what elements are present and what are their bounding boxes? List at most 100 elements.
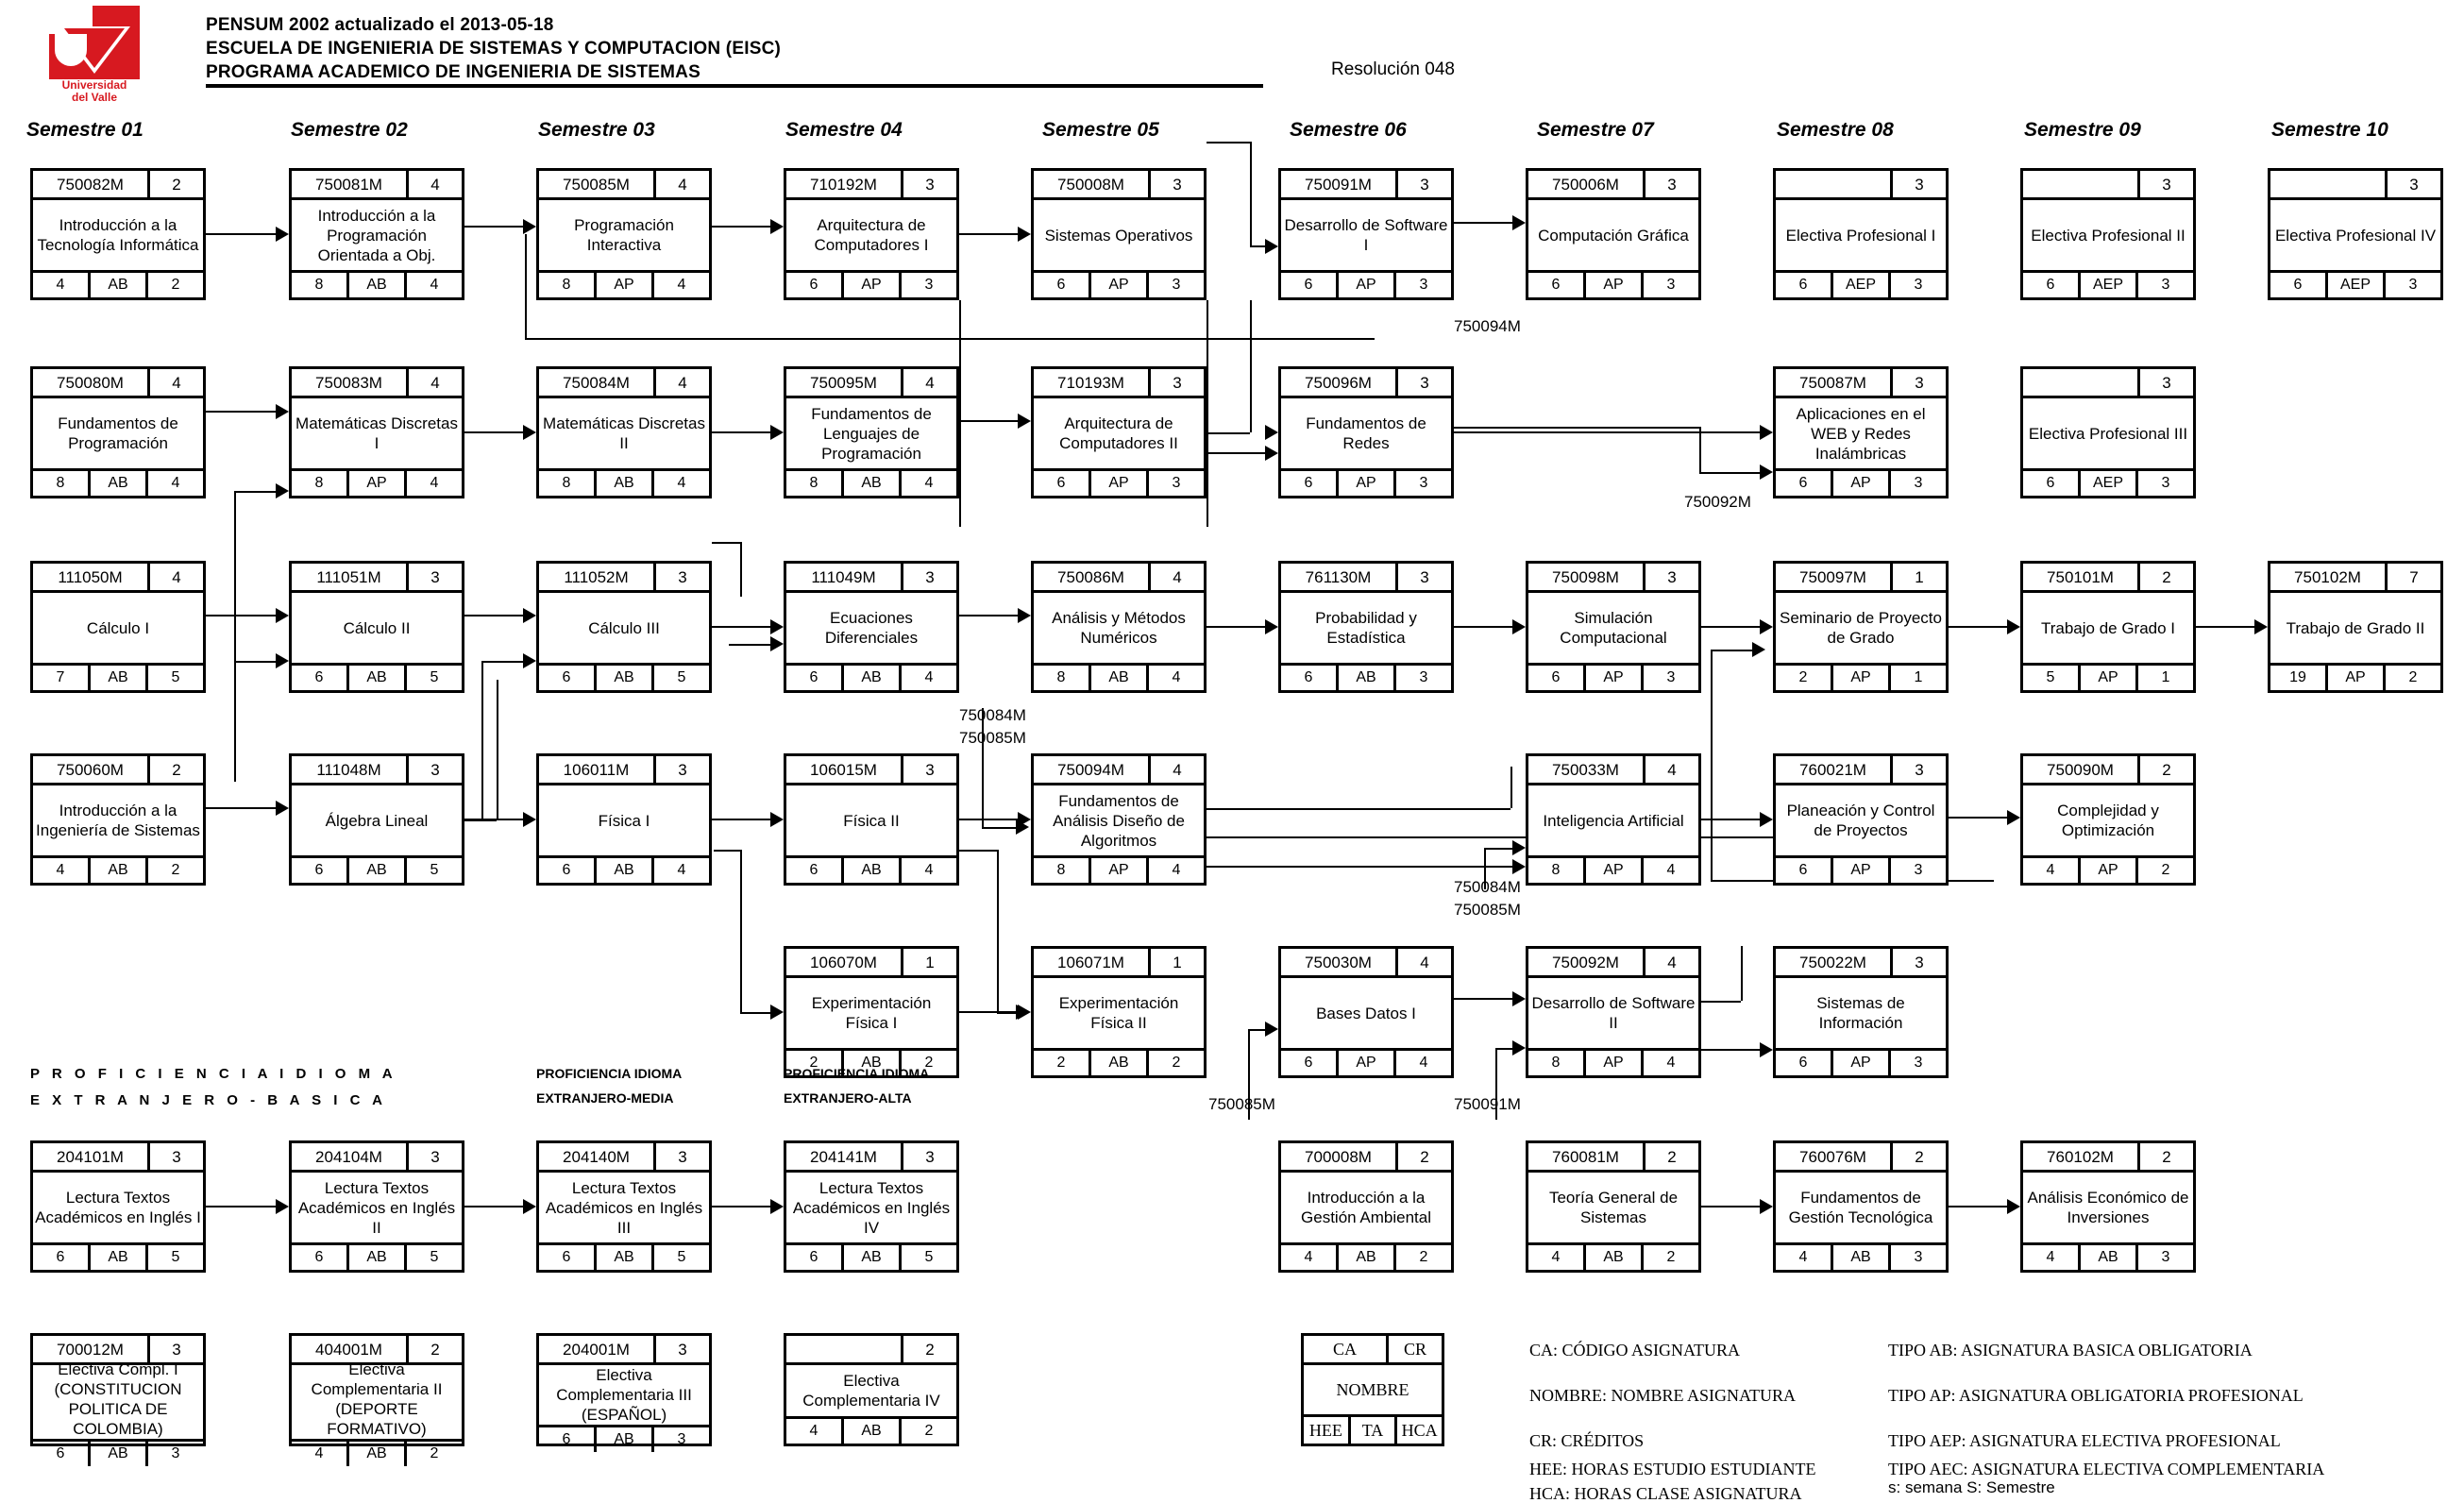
course-code: 750060M bbox=[33, 756, 150, 783]
course-hee: 2 bbox=[1034, 1051, 1091, 1075]
legend-type-definition: TIPO AB: ASIGNATURA BASICA OBLIGATORIA bbox=[1888, 1341, 2253, 1359]
course-name: Ecuaciones Diferenciales bbox=[824, 609, 919, 647]
semester-header-10: Semestre 10 bbox=[2271, 119, 2388, 141]
key-cr: CR bbox=[1403, 1339, 1426, 1359]
course-name: Desarrollo de Software II bbox=[1531, 994, 1696, 1032]
connector-arrow bbox=[770, 1199, 784, 1214]
course-name: Lectura Textos Académicos en Inglés II bbox=[297, 1178, 456, 1237]
course-hee: 6 bbox=[292, 666, 349, 690]
course-type: AB bbox=[1091, 666, 1149, 690]
course-code: 204001M bbox=[539, 1336, 656, 1362]
course-type: AB bbox=[597, 1427, 654, 1452]
course-hee: 6 bbox=[539, 1245, 597, 1270]
course-name: Análisis y Métodos Numéricos bbox=[1052, 609, 1186, 647]
course-hee: 6 bbox=[1034, 273, 1091, 297]
connector-arrow bbox=[1512, 1040, 1526, 1055]
connector-arrow bbox=[1512, 619, 1526, 634]
course-credits: 3 bbox=[678, 567, 687, 586]
course-credits: 2 bbox=[172, 760, 181, 779]
course-code: 750097M bbox=[1776, 564, 1893, 590]
connector-arrow bbox=[1018, 414, 1031, 429]
course-credits: 3 bbox=[925, 760, 935, 779]
resolucion-label: Resolución 048 bbox=[1331, 59, 1455, 79]
course-hee: 6 bbox=[33, 1442, 91, 1466]
course-hca: 4 bbox=[924, 669, 934, 685]
course-code: 750086M bbox=[1034, 564, 1151, 590]
course-hee: 2 bbox=[1776, 666, 1833, 690]
course-name: Electiva Profesional III bbox=[2028, 424, 2188, 443]
course-name: Experimentación Física II bbox=[1058, 994, 1179, 1032]
course-credits: 4 bbox=[172, 567, 181, 586]
course-hca: 2 bbox=[1666, 1249, 1676, 1265]
course-hca: 4 bbox=[171, 475, 180, 491]
course-credits: 4 bbox=[925, 373, 935, 392]
course-hee: 6 bbox=[539, 1427, 597, 1452]
course-hca: 2 bbox=[924, 1055, 934, 1071]
course-hca: 2 bbox=[1419, 1249, 1428, 1265]
course-type: AP bbox=[1833, 858, 1891, 883]
logo-line-1: Universidad bbox=[61, 78, 127, 92]
course-hee: 4 bbox=[2023, 858, 2081, 883]
course-name: Análisis Económico de Inversiones bbox=[2027, 1189, 2189, 1226]
course-credits: 3 bbox=[1420, 175, 1429, 194]
course-credits: 2 bbox=[925, 1340, 935, 1359]
course-name: Arquitectura de Computadores I bbox=[814, 216, 929, 254]
connector-line bbox=[464, 819, 497, 821]
univalle-logo bbox=[49, 6, 140, 79]
course-hca: 2 bbox=[171, 862, 180, 878]
